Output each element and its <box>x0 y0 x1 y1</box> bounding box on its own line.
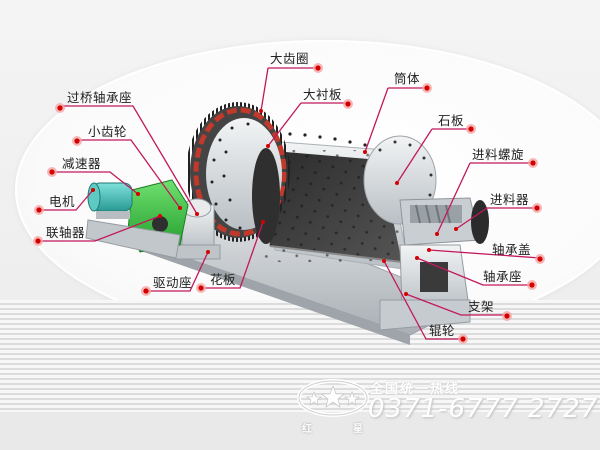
bottom-band <box>0 412 600 450</box>
hotline-phone: 0371-6777 2727 <box>368 394 599 424</box>
label-feeder: 进料器 <box>490 192 530 207</box>
drive-base <box>85 219 181 259</box>
label-drive-seat: 驱动座 <box>153 275 193 290</box>
logo-char-1: 红 <box>302 424 312 435</box>
label-bearing-seat: 轴承座 <box>483 269 523 284</box>
label-motor: 电机 <box>49 194 76 209</box>
hotline-label: 全国统一热线 <box>370 382 461 397</box>
company-logo-icon <box>297 379 369 417</box>
leader-lines <box>38 67 541 340</box>
label-bridge-bearing-seat: 过桥轴承座 <box>67 90 133 105</box>
label-dots <box>33 63 545 344</box>
logo-char-2: 星 <box>353 424 363 435</box>
label-bracket: 支架 <box>468 299 495 314</box>
feeder-assembly <box>379 197 489 331</box>
label-roller: 辊轮 <box>429 323 456 338</box>
label-cylinder: 筒体 <box>394 71 421 86</box>
label-big-gear-ring: 大齿圈 <box>270 51 310 66</box>
label-bearing-cover: 轴承盖 <box>492 242 532 257</box>
label-reducer: 减速器 <box>62 156 102 171</box>
label-pinion: 小齿轮 <box>88 124 128 139</box>
label-pattern-plate: 花板 <box>210 272 237 287</box>
label-stone-plate: 石板 <box>438 113 465 128</box>
label-coupling: 联轴器 <box>46 225 86 240</box>
label-feed-screw: 进料螺旋 <box>472 147 525 162</box>
label-large-liner: 大衬板 <box>303 87 343 102</box>
motor <box>87 182 133 219</box>
